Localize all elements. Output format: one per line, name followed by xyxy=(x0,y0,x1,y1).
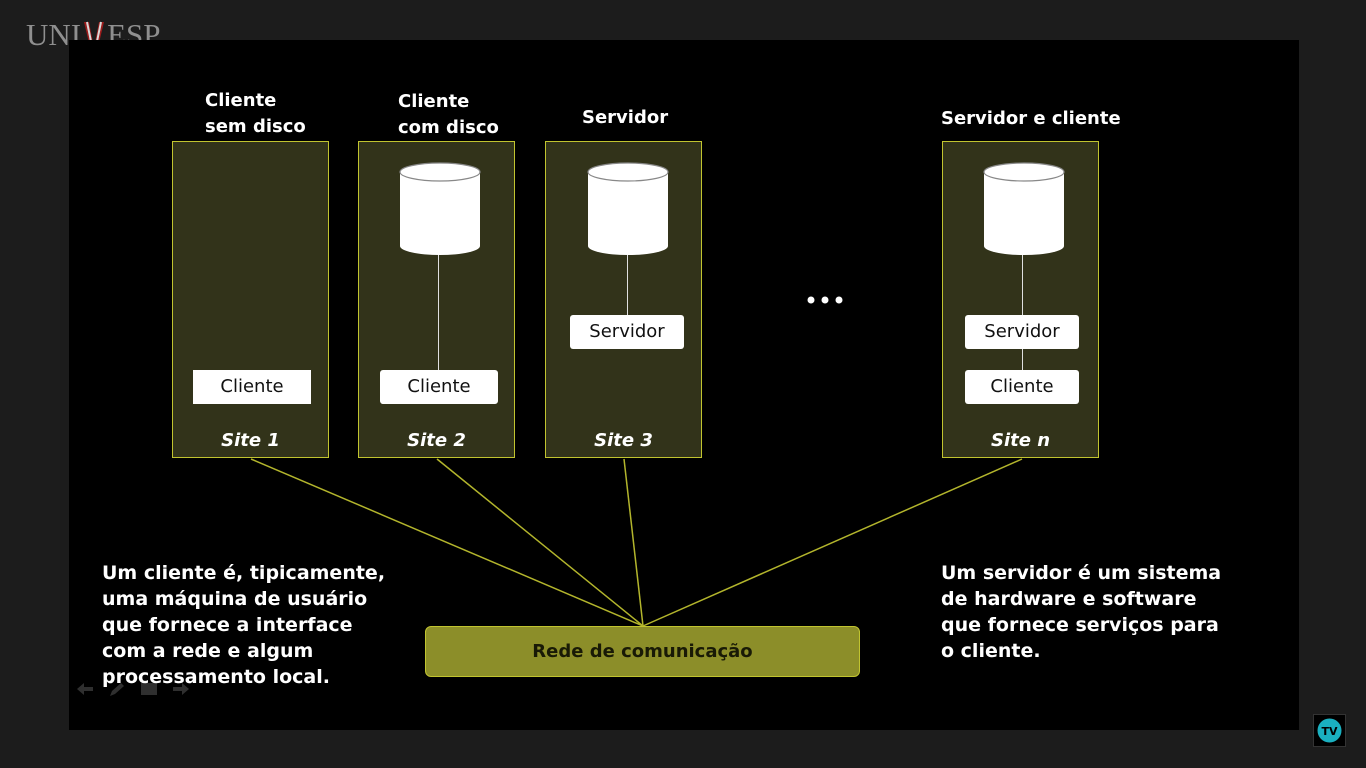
site-label: Site 3 xyxy=(594,430,653,451)
disk-icon xyxy=(587,162,669,255)
header-site3: Servidor xyxy=(582,107,669,128)
arrow-left-icon[interactable] xyxy=(76,682,98,698)
server-description: Um servidor é um sistema de hardware e s… xyxy=(941,562,1222,662)
site-1: Cliente Site 1 xyxy=(172,141,329,458)
site-2: Cliente Site 2 xyxy=(358,141,515,458)
site-label: Site 1 xyxy=(221,430,280,451)
menu-icon[interactable] xyxy=(140,682,162,698)
header-siten: Servidor e cliente xyxy=(941,108,1121,129)
site-label: Site 2 xyxy=(407,430,466,451)
arrow-right-icon[interactable] xyxy=(172,682,194,698)
header-site1: Cliente sem disco xyxy=(205,90,306,137)
tv-logo-text: TV xyxy=(1321,725,1338,738)
pen-icon[interactable] xyxy=(108,682,130,698)
disk-icon xyxy=(399,162,481,255)
server-box: Servidor xyxy=(965,315,1079,349)
site-n: Servidor Cliente Site n xyxy=(942,141,1099,458)
client-box: Cliente xyxy=(965,370,1079,404)
connector-line xyxy=(627,252,628,318)
client-description: Um cliente é, tipicamente, uma máquina d… xyxy=(102,562,386,688)
client-box: Cliente xyxy=(193,370,311,404)
ellipsis-icon xyxy=(807,296,843,304)
site-label: Site n xyxy=(990,430,1051,451)
tv-logo-icon: TV xyxy=(1313,714,1346,747)
server-box: Servidor xyxy=(570,315,684,349)
header-site2: Cliente com disco xyxy=(398,91,499,138)
network-bar: Rede de comunicação xyxy=(425,626,860,677)
connector-line xyxy=(1022,252,1023,372)
connector-line xyxy=(438,252,439,372)
site-3: Servidor Site 3 xyxy=(545,141,702,458)
slide-nav-controls xyxy=(76,682,194,698)
disk-icon xyxy=(983,162,1065,255)
client-box: Cliente xyxy=(380,370,498,404)
